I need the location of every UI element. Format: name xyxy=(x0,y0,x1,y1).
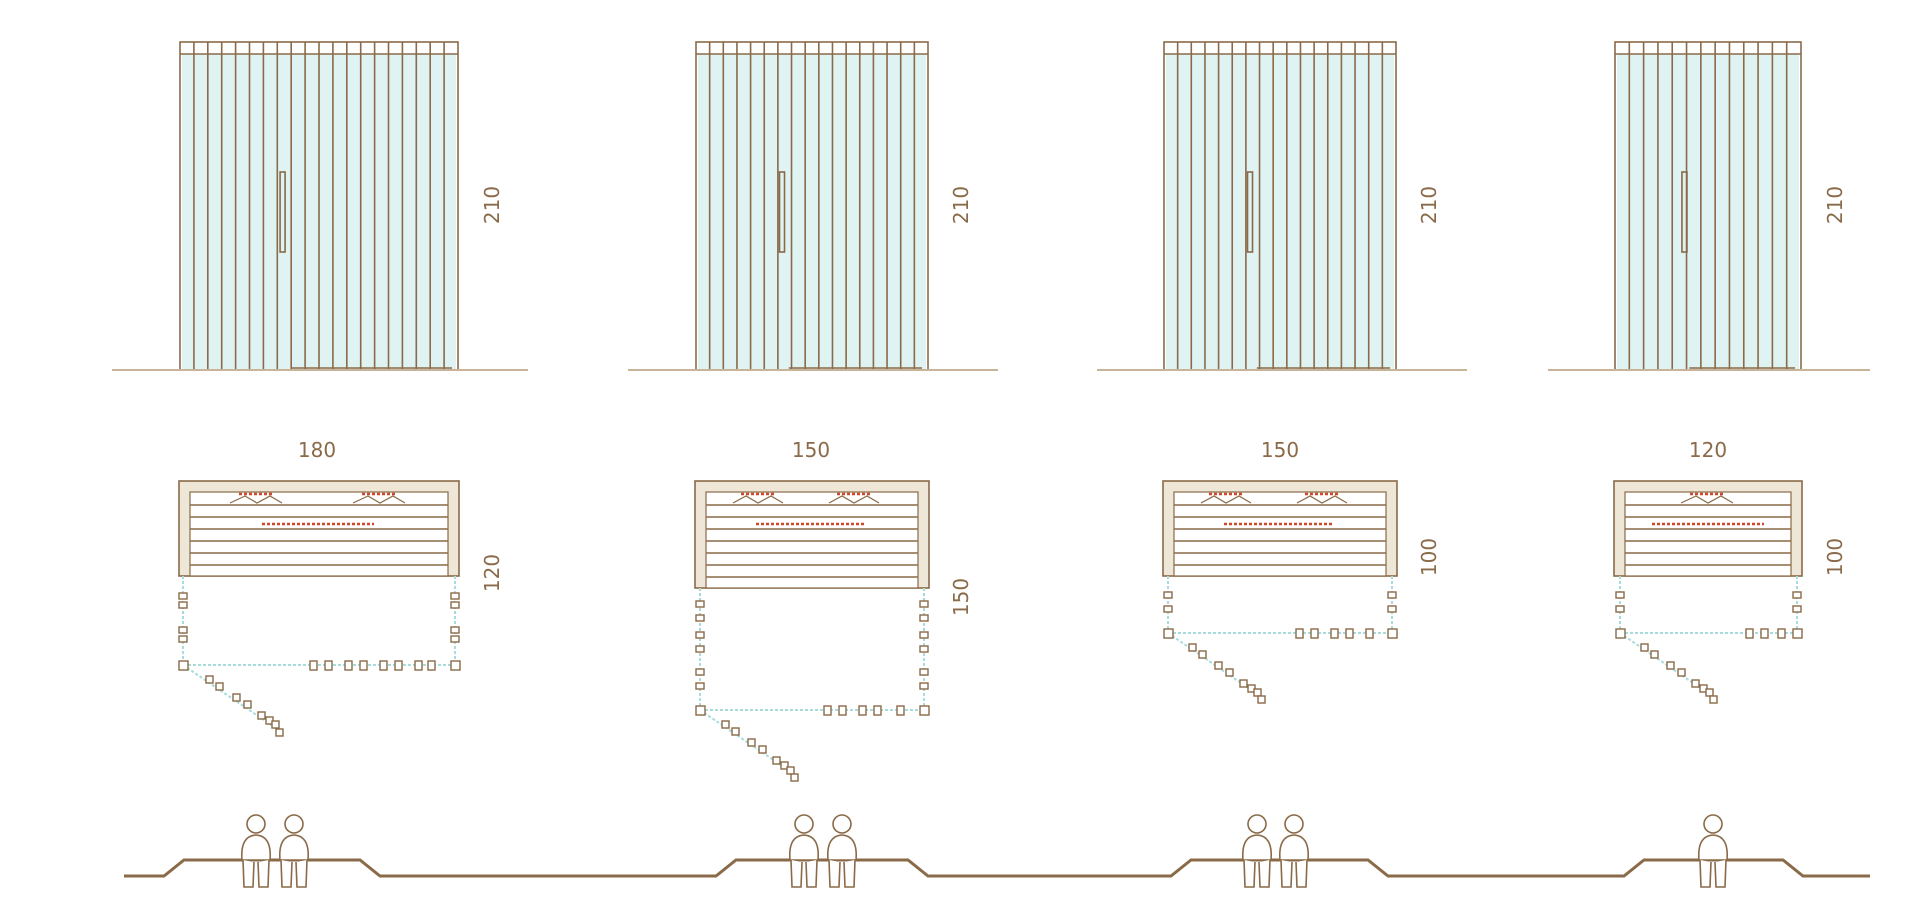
plan-sauna-150x150 xyxy=(694,480,930,782)
width-label: 180 xyxy=(298,438,336,462)
width-label: 150 xyxy=(1261,438,1299,462)
width-label: 120 xyxy=(1689,438,1727,462)
bench-area xyxy=(1624,491,1792,577)
height-label: 210 xyxy=(949,186,973,224)
glass-door xyxy=(1615,576,1803,704)
seated-person-icon xyxy=(788,814,820,888)
seated-person-icon xyxy=(826,814,858,888)
heater-lamps xyxy=(732,492,880,504)
heater-lamps xyxy=(1680,492,1734,504)
height-label: 210 xyxy=(1823,186,1847,224)
depth-label: 120 xyxy=(480,554,504,592)
persons-group xyxy=(240,814,1729,888)
elevation-sauna-120 xyxy=(1614,41,1802,371)
width-label: 150 xyxy=(792,438,830,462)
door-handle xyxy=(279,171,286,253)
bench-area xyxy=(705,491,919,589)
door-handle xyxy=(1246,171,1254,253)
plan-sauna-180 xyxy=(178,480,461,737)
glass-pane xyxy=(1166,54,1394,370)
plan-sauna-150x100 xyxy=(1162,480,1398,704)
heater-lamps xyxy=(1200,492,1348,504)
glass-door xyxy=(695,588,930,782)
door-handle xyxy=(778,171,786,253)
depth-label: 150 xyxy=(949,578,973,616)
elevation-sauna-180 xyxy=(179,41,459,371)
glass-pane xyxy=(1617,54,1799,370)
seated-person-icon xyxy=(1697,814,1729,888)
depth-label: 100 xyxy=(1417,538,1441,576)
elevation-sauna-150x100 xyxy=(1163,41,1397,371)
height-label: 210 xyxy=(480,186,504,224)
seated-person-icon xyxy=(240,814,272,888)
bench-area xyxy=(1173,491,1387,577)
glass-door xyxy=(178,576,461,737)
bench-area xyxy=(189,491,449,577)
bench-slats xyxy=(190,504,448,566)
depth-label: 100 xyxy=(1823,538,1847,576)
bench-slats xyxy=(1625,504,1791,566)
glass-door xyxy=(1163,576,1398,704)
glass-pane xyxy=(698,54,926,370)
seating-profile xyxy=(124,858,1870,878)
seated-person-icon xyxy=(278,814,310,888)
elevation-sauna-150x150 xyxy=(695,41,929,371)
seated-person-icon xyxy=(1241,814,1273,888)
heater-lamps xyxy=(229,492,406,504)
plan-sauna-120 xyxy=(1613,480,1803,704)
door-handle xyxy=(1681,171,1688,253)
height-label: 210 xyxy=(1417,186,1441,224)
seated-person-icon xyxy=(1278,814,1310,888)
bench-slats xyxy=(1174,504,1386,566)
bench-slats xyxy=(706,504,918,578)
